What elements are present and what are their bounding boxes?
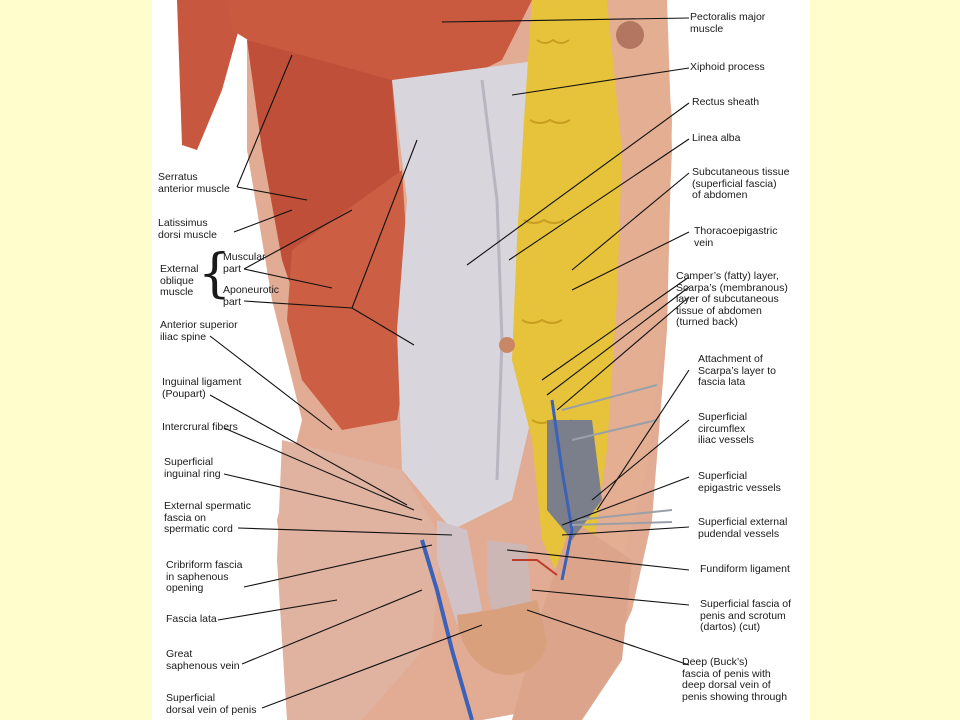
leader-lines-left <box>209 54 483 709</box>
label-fundiform-ligament: Fundiform ligament <box>700 563 790 575</box>
label-fascia-of-penis: Superficial fascia of penis and scrotum … <box>700 598 792 633</box>
scrotum <box>457 600 547 675</box>
label-rectus-sheath: Rectus sheath <box>692 96 760 108</box>
label-superficial-dorsal-vein: Superficial dorsal vein of penis <box>166 692 257 716</box>
label-pectoralis-major: Pectoralis major muscle <box>690 11 766 35</box>
nipple <box>616 21 644 49</box>
superficial-epigastric-vein <box>550 399 574 581</box>
label-scarpa-attachment: Attachment of Scarpa’s layer to fascia l… <box>698 353 777 388</box>
label-circumflex-iliac-vessels: Superficial circumflex iliac vessels <box>698 411 755 446</box>
label-superficial-inguinal-ring: Superficial inguinal ring <box>164 456 221 480</box>
vascular-pocket <box>547 420 602 540</box>
label-serratus-anterior: Serratus anterior muscle <box>158 171 230 195</box>
left-thigh <box>277 440 442 720</box>
label-inguinal-ligament: Inguinal ligament (Poupart) <box>162 376 242 400</box>
left-arm <box>177 0 247 150</box>
external-oblique-brace: { <box>198 244 232 304</box>
label-latissimus-dorsi: Latissimus dorsi muscle <box>158 217 217 241</box>
abdominal-wall-illustration <box>177 0 690 720</box>
label-pudendal-vessels: Superficial external pudendal vessels <box>698 516 788 540</box>
anatomy-plate: Pectoralis major muscle Xiphoid process … <box>152 0 810 720</box>
right-flank <box>592 0 672 560</box>
label-cribriform-fascia: Cribriform fascia in saphenous opening <box>166 559 243 594</box>
pudendal-vessels <box>512 559 558 576</box>
rectus-sheath <box>392 60 552 530</box>
label-xiphoid-process: Xiphoid process <box>690 61 765 73</box>
label-campers-scarpas-layer: Camper’s (fatty) layer, Scarpa’s (membra… <box>676 270 788 328</box>
retractor-hooks <box>561 384 673 526</box>
label-epigastric-vessels: Superficial epigastric vessels <box>698 470 781 494</box>
label-fascia-lata: Fascia lata <box>166 613 217 625</box>
label-external-oblique: External oblique muscle <box>160 263 199 298</box>
label-linea-alba: Linea alba <box>692 132 741 144</box>
label-intercrural-fibers: Intercrural fibers <box>162 421 238 433</box>
right-thigh <box>512 520 632 720</box>
label-bucks-fascia: Deep (Buck’s) fascia of penis with deep … <box>682 656 788 703</box>
leader-lines-right <box>441 17 690 666</box>
label-subcutaneous-tissue: Subcutaneous tissue (superficial fascia)… <box>692 166 790 201</box>
label-muscular-part: Muscular part <box>223 251 266 275</box>
spermatic-cord-left <box>437 520 482 625</box>
fat-texture <box>521 38 573 424</box>
label-thoracoepigastric-vein: Thoracoepigastric vein <box>694 225 778 249</box>
label-external-spermatic-fascia: External spermatic fascia on spermatic c… <box>164 500 251 535</box>
great-saphenous-vein <box>420 539 474 720</box>
label-aponeurotic-part: Aponeurotic part <box>223 284 280 308</box>
label-great-saphenous-vein: Great saphenous vein <box>166 648 240 672</box>
subcutaneous-fat <box>512 0 622 585</box>
umbilicus <box>499 337 515 353</box>
label-asis: Anterior superior iliac spine <box>160 319 238 343</box>
linea-alba <box>480 79 504 481</box>
